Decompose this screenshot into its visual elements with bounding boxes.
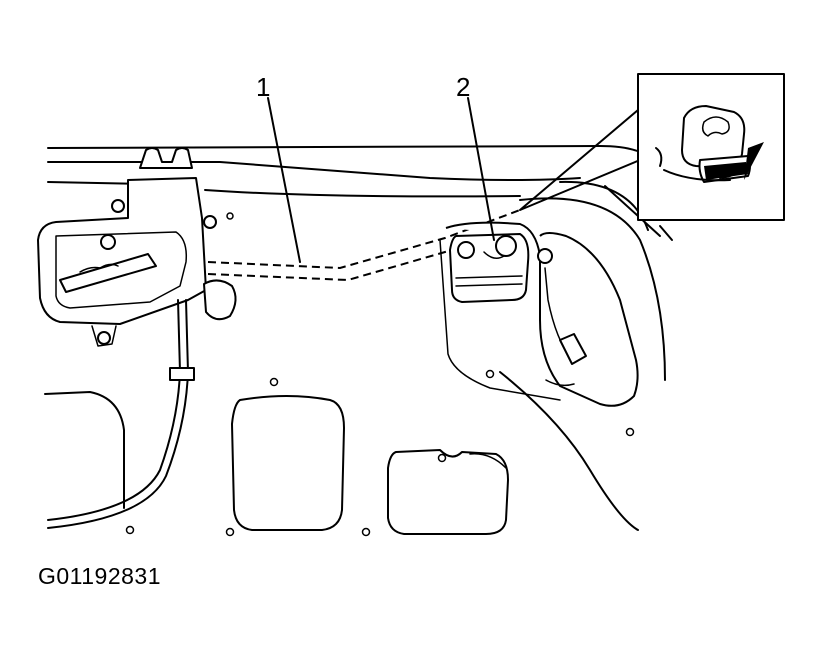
rotation-arrow-icon <box>744 142 764 180</box>
rivet-holes <box>125 212 635 537</box>
lower-left-panel <box>44 391 125 509</box>
bracket-bolt <box>537 248 553 264</box>
callout-2: 2 <box>456 72 470 102</box>
latch-assembly <box>37 147 237 347</box>
trunk-lid-edge <box>47 145 641 198</box>
leader-1 <box>267 97 301 263</box>
leader-2 <box>467 97 495 241</box>
striker-bolt-right <box>495 235 517 257</box>
bracket-assembly <box>439 221 639 407</box>
cable-clip <box>169 367 195 381</box>
release-cable <box>47 299 195 529</box>
detail-leader <box>519 109 641 211</box>
access-hole-center <box>387 449 509 535</box>
hidden-cable-route <box>207 209 521 282</box>
callout-leaders <box>267 97 641 263</box>
trunk-right-contour <box>499 180 673 531</box>
latch-bolt-bottom <box>97 331 111 345</box>
figure-id: G01192831 <box>38 563 162 589</box>
latch-pivot <box>100 234 116 250</box>
striker-bolt-left <box>457 241 475 259</box>
detail-inset <box>637 73 785 221</box>
latch-bolt-right <box>203 215 217 229</box>
callout-1: 1 <box>256 72 270 102</box>
access-openings <box>231 395 509 535</box>
access-hole-left <box>231 395 345 531</box>
latch-bolt-top-left <box>111 199 125 213</box>
